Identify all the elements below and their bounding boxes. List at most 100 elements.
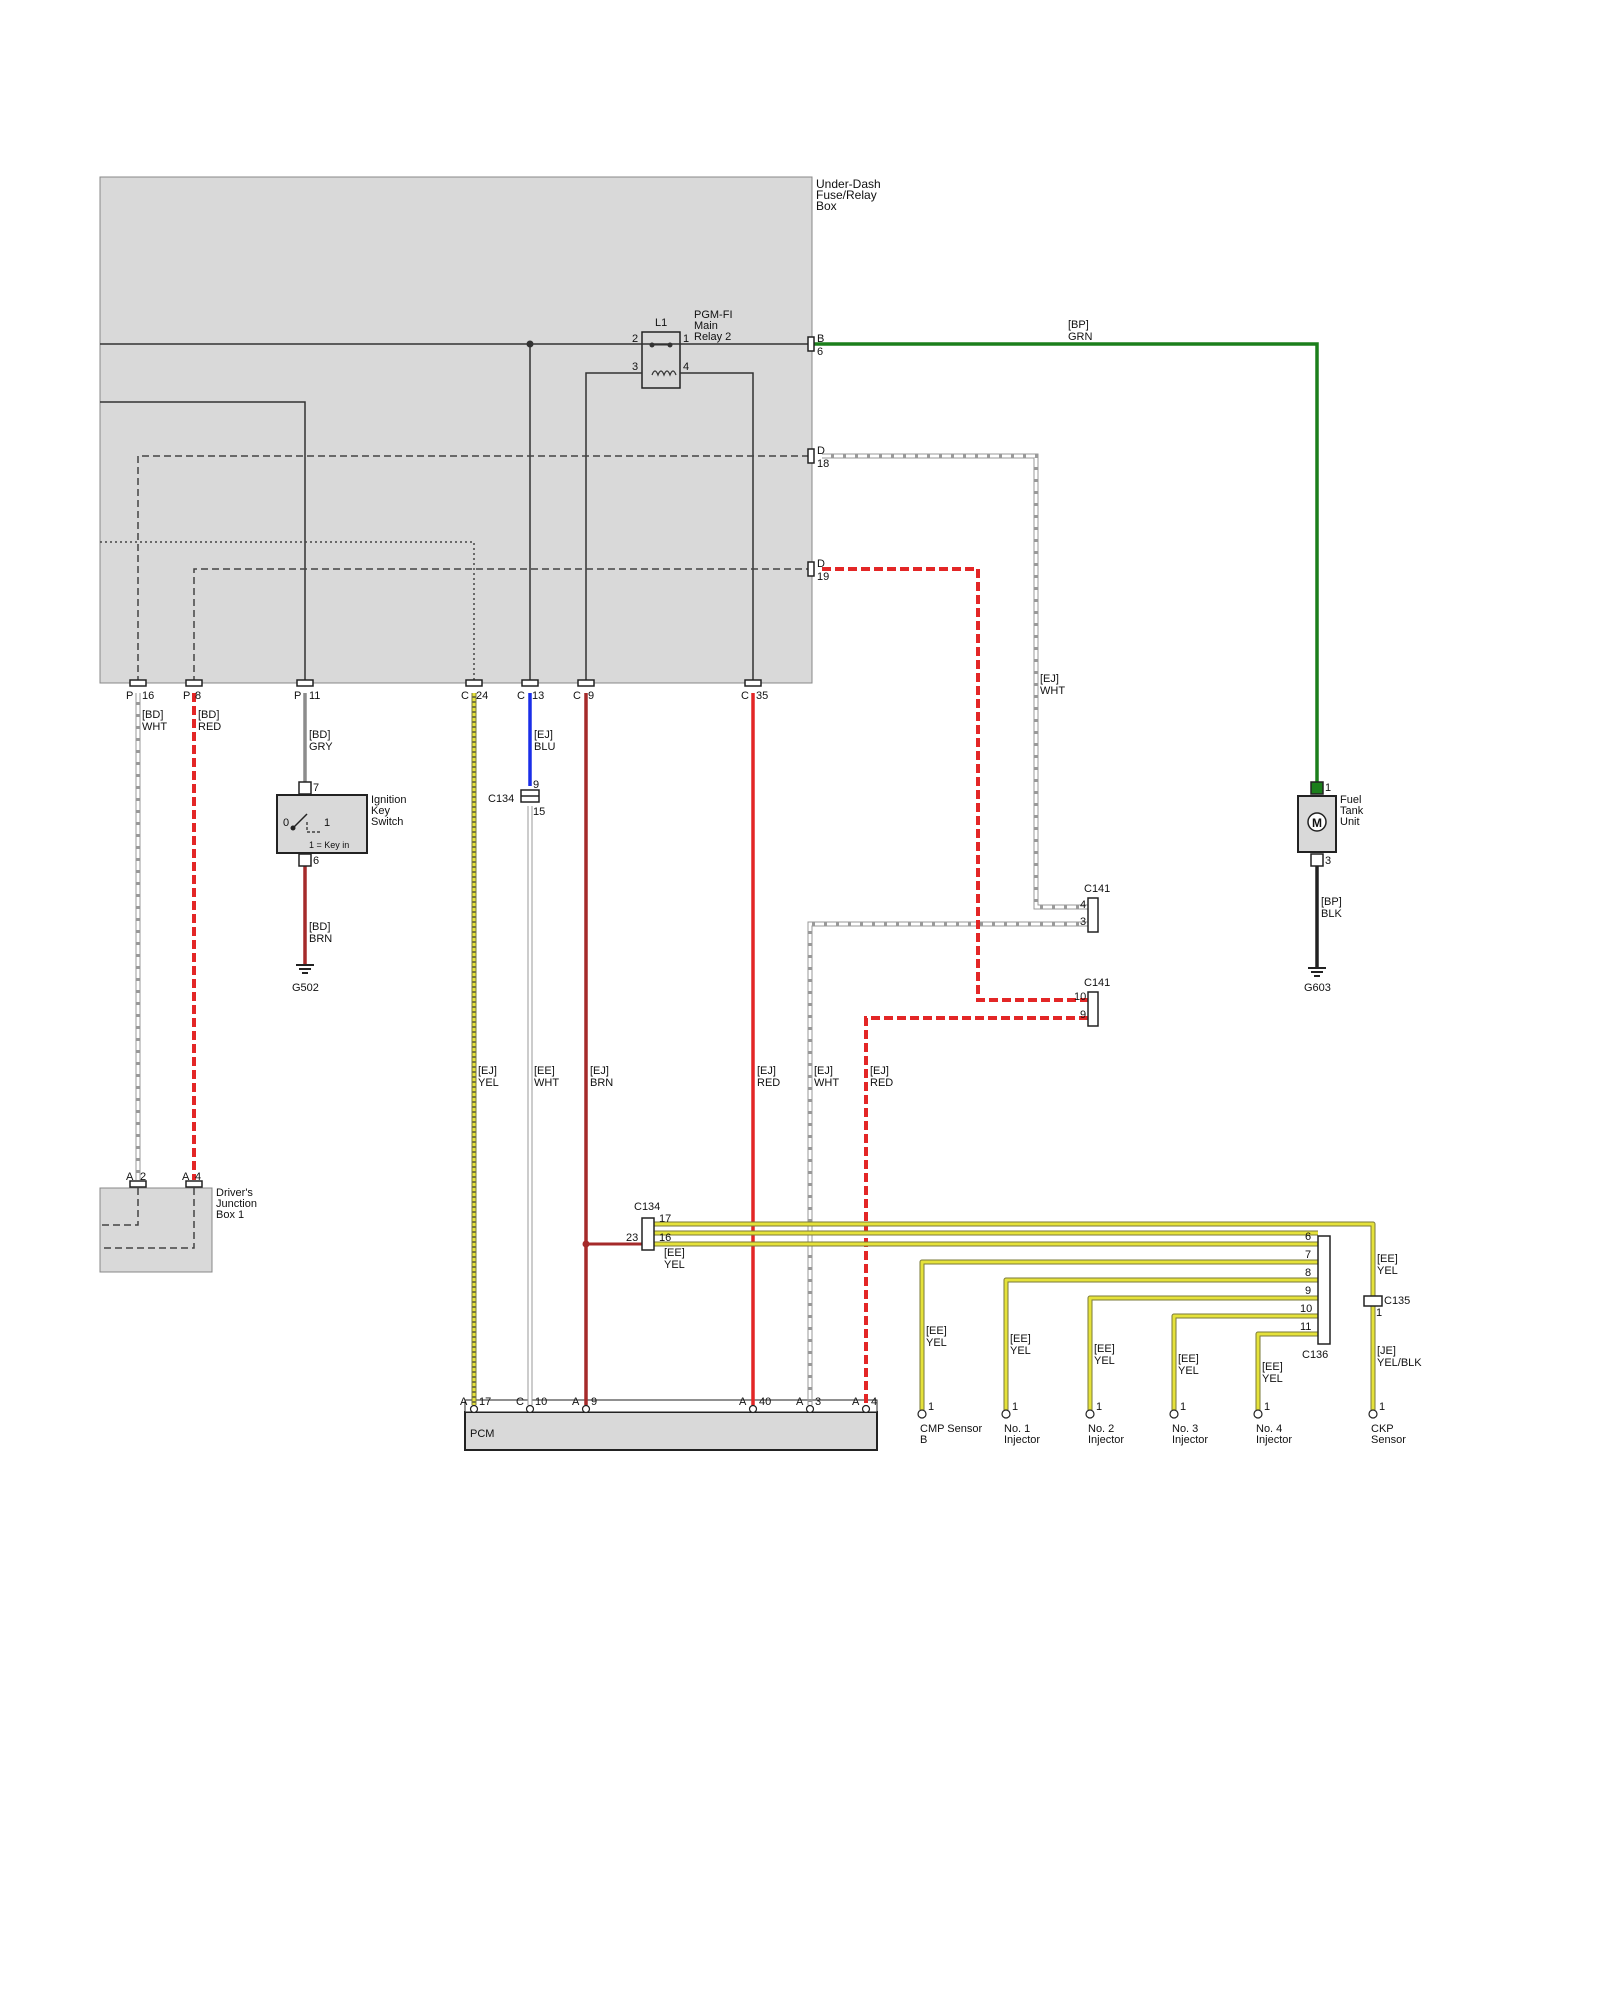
pcm-pin-label: 40 bbox=[759, 1396, 771, 1408]
c136-pin: 8 bbox=[1305, 1267, 1311, 1279]
fuse-relay-box bbox=[99, 176, 813, 684]
wire-label-bd-red: [BD]RED bbox=[198, 709, 221, 733]
fuse-pin-label: 6 bbox=[817, 346, 823, 358]
pin-b6 bbox=[807, 336, 815, 352]
motor-m-glyph: M bbox=[1312, 816, 1322, 830]
pin-d19 bbox=[807, 561, 815, 577]
fuel-pin-label: 3 bbox=[1325, 855, 1331, 867]
fuse-pin-label: C bbox=[517, 690, 525, 702]
fuse-pin-label: 18 bbox=[817, 458, 829, 470]
ground-label: G502 bbox=[292, 982, 319, 994]
c141-lower-name: C141 bbox=[1084, 977, 1110, 989]
c141-lower-connector bbox=[1087, 991, 1099, 1027]
sensor-pin-label: 1 bbox=[928, 1401, 934, 1413]
c141-lower-pin: 10 bbox=[1074, 991, 1086, 1003]
pcm-pin-label: A bbox=[572, 1396, 580, 1408]
wire-ej-red-d19 bbox=[822, 567, 1088, 1002]
c136-name: C136 bbox=[1302, 1349, 1328, 1361]
fuse-pin-label: 8 bbox=[195, 690, 201, 702]
junction-pin-label: 4 bbox=[195, 1171, 201, 1183]
c136-pin: 9 bbox=[1305, 1285, 1311, 1297]
ground-icon bbox=[1308, 967, 1326, 977]
fuse-pin-label: C bbox=[741, 690, 749, 702]
wire-label-ee-yel-cmp: [EE]YEL bbox=[926, 1325, 947, 1349]
junction-pin-label: A bbox=[126, 1171, 134, 1183]
wire-internal-dashed bbox=[100, 1188, 195, 1249]
ground-icon bbox=[296, 964, 314, 974]
relay-pin: 4 bbox=[683, 361, 689, 373]
wire-label-ej-red: [EJ]RED bbox=[757, 1065, 780, 1089]
c136-pin: 11 bbox=[1300, 1321, 1311, 1333]
c135-pin: 1 bbox=[1376, 1307, 1382, 1319]
wire-ej-red-pcm bbox=[864, 1016, 1088, 1405]
c141-upper-name: C141 bbox=[1084, 883, 1110, 895]
relay-coil-icon bbox=[651, 370, 677, 377]
c141-upper-connector bbox=[1087, 897, 1099, 933]
wire-label-bd-brn: [BD]BRN bbox=[309, 921, 332, 945]
fuse-pin-label: D bbox=[817, 558, 825, 570]
sensor-pin-label: 1 bbox=[1096, 1401, 1102, 1413]
relay-pin: 2 bbox=[632, 333, 638, 345]
wire-label-ee-wht: [EE]WHT bbox=[534, 1065, 559, 1089]
fuel-pin-1 bbox=[1310, 781, 1324, 795]
wire-label-ee-yel-c134: [EE]YEL bbox=[664, 1247, 685, 1271]
c135-name: C135 bbox=[1384, 1295, 1410, 1307]
pcm-pin-label: A bbox=[796, 1396, 804, 1408]
c141-upper-pin: 3 bbox=[1080, 916, 1086, 928]
junction-pins bbox=[129, 1180, 203, 1188]
c136-pin: 7 bbox=[1305, 1249, 1311, 1261]
ignition-switch-lever bbox=[292, 813, 308, 829]
fuse-pin-label: C bbox=[573, 690, 581, 702]
sensor-pin-label: 1 bbox=[1012, 1401, 1018, 1413]
sensor-pin-label: 1 bbox=[1264, 1401, 1270, 1413]
pcm-pin-label: 9 bbox=[591, 1396, 597, 1408]
c136-connector bbox=[1317, 1235, 1331, 1345]
c134-upper-pin: 9 bbox=[533, 779, 539, 791]
ignition-pin-label: 6 bbox=[313, 855, 319, 867]
fuse-pin-label: 24 bbox=[476, 690, 488, 702]
wire-internal bbox=[585, 372, 642, 683]
wire-label-ej-brn: [EJ]BRN bbox=[590, 1065, 613, 1089]
pcm-pin-label: 3 bbox=[815, 1396, 821, 1408]
pcm-pin-label: A bbox=[852, 1396, 860, 1408]
pcm-pin-label: 4 bbox=[871, 1396, 877, 1408]
wire-label-ej-wht: [EJ]WHT bbox=[814, 1065, 839, 1089]
c134-lower-pin: 16 bbox=[659, 1232, 671, 1244]
pcm-title: PCM bbox=[470, 1428, 494, 1440]
wire-ej-wht bbox=[808, 922, 1088, 1405]
ignition-switch-contact bbox=[306, 822, 322, 833]
fuse-pin-label: P bbox=[183, 690, 190, 702]
ignition-key-switch-box bbox=[276, 794, 368, 854]
c134-lower-name: C134 bbox=[634, 1201, 660, 1213]
fuse-pin-label: 13 bbox=[532, 690, 544, 702]
wire-grn bbox=[812, 342, 1319, 786]
fuse-pin-label: P bbox=[294, 690, 301, 702]
fuse-pin-label: B bbox=[817, 333, 824, 345]
ignition-pin-label: 7 bbox=[313, 782, 319, 794]
wire-label-ee-yel-inj1: [EE]YEL bbox=[1010, 1333, 1031, 1357]
fuse-pin-label: 19 bbox=[817, 571, 829, 583]
wire-internal-dashed bbox=[137, 455, 812, 683]
wire-label-ej-yel: [EJ]YEL bbox=[478, 1065, 499, 1089]
fuel-pin-3 bbox=[1310, 853, 1324, 867]
splice-dot bbox=[582, 1240, 590, 1248]
pcm-pin-label: C bbox=[516, 1396, 524, 1408]
ignition-switch-pivot bbox=[290, 825, 296, 831]
relay-pin: 3 bbox=[632, 361, 638, 373]
pcm-pin-label: A bbox=[739, 1396, 747, 1408]
wire-label-ee-yel-inj3: [EE]YEL bbox=[1178, 1353, 1199, 1377]
fuse-pin-label: 35 bbox=[756, 690, 768, 702]
wire-label-ee-yel-inj2: [EE]YEL bbox=[1094, 1343, 1115, 1367]
pcm-pin-band bbox=[464, 1399, 878, 1413]
fuse-pin-label: D bbox=[817, 445, 825, 457]
fuse-bottom-pins bbox=[129, 679, 762, 687]
c134-upper-name: C134 bbox=[488, 793, 514, 805]
